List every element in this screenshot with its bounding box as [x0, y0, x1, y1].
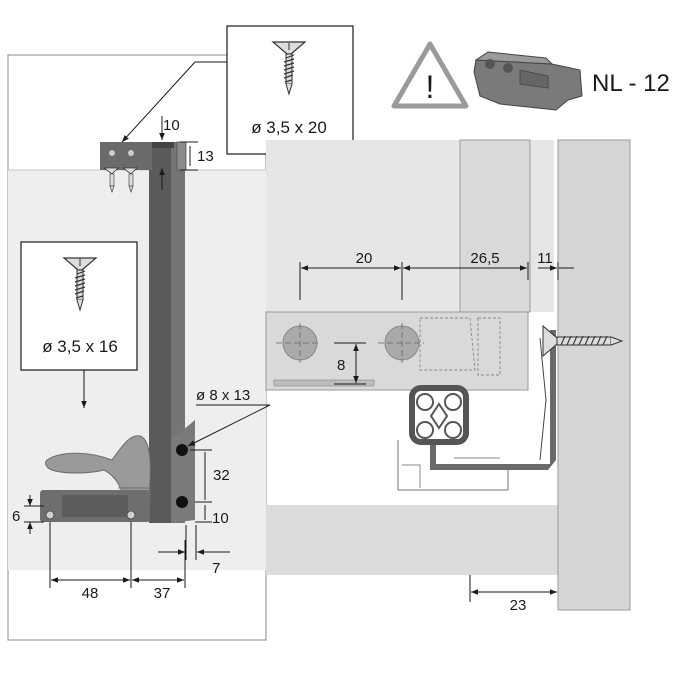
- svg-text:8: 8: [337, 357, 345, 374]
- drawer-section: [265, 139, 558, 575]
- svg-text:ø 8 x 13: ø 8 x 13: [196, 387, 250, 404]
- svg-text:11: 11: [537, 250, 553, 267]
- dimension-20-26-11: 20 26,5 11: [299, 250, 574, 300]
- warning-sign: !: [391, 41, 469, 109]
- vertical-front-bracket: [149, 141, 187, 523]
- top-screw-callout: ø 3,5 x 20: [121, 25, 354, 155]
- svg-text:13: 13: [197, 148, 214, 165]
- drawer-runner: [397, 330, 556, 491]
- top-mounting-bracket: [100, 142, 152, 170]
- top-screw-label: ø 3,5 x 20: [251, 118, 327, 137]
- svg-text:20: 20: [356, 250, 373, 267]
- warning-symbol: !: [426, 69, 435, 105]
- dimension-7: 7: [158, 525, 230, 577]
- svg-text:10: 10: [212, 510, 229, 527]
- mini-screw-left: [102, 167, 119, 193]
- cabinet-wall: [557, 139, 631, 611]
- svg-text:23: 23: [510, 597, 527, 614]
- wall-screw: [542, 324, 624, 358]
- side-screw-callout: ø 3,5 x 16: [20, 241, 138, 408]
- warning-triangle-icon: [391, 41, 469, 109]
- side-screw-label: ø 3,5 x 16: [42, 337, 118, 356]
- svg-text:37: 37: [154, 585, 171, 602]
- svg-text:7: 7: [212, 560, 220, 577]
- dimension-8: 8: [334, 342, 366, 385]
- dimension-23: 23: [469, 575, 557, 614]
- drill-hole-lower: [176, 496, 188, 508]
- dimension-10-top: 10: [159, 116, 180, 190]
- svg-text:32: 32: [213, 467, 230, 484]
- dimension-10-low: 10: [195, 501, 229, 527]
- locking-clip-part: [473, 51, 583, 111]
- dimension-hole: ø 8 x 13: [187, 387, 271, 447]
- dimension-48-37: 48 37: [49, 522, 186, 602]
- dimension-6: 6: [12, 495, 44, 534]
- drill-hole-upper: [176, 444, 188, 456]
- bore-holes: [273, 317, 501, 387]
- dimension-32: 32: [190, 449, 230, 500]
- mini-screw-right: [121, 167, 138, 193]
- locking-device-base: [40, 490, 150, 522]
- part-code: NL - 12: [592, 70, 670, 97]
- dimension-13: 13: [180, 141, 214, 171]
- svg-text:10: 10: [163, 117, 180, 134]
- svg-text:26,5: 26,5: [470, 250, 499, 267]
- cabinet-floor-panel: [266, 505, 558, 575]
- svg-text:6: 6: [12, 508, 20, 525]
- svg-text:48: 48: [82, 585, 99, 602]
